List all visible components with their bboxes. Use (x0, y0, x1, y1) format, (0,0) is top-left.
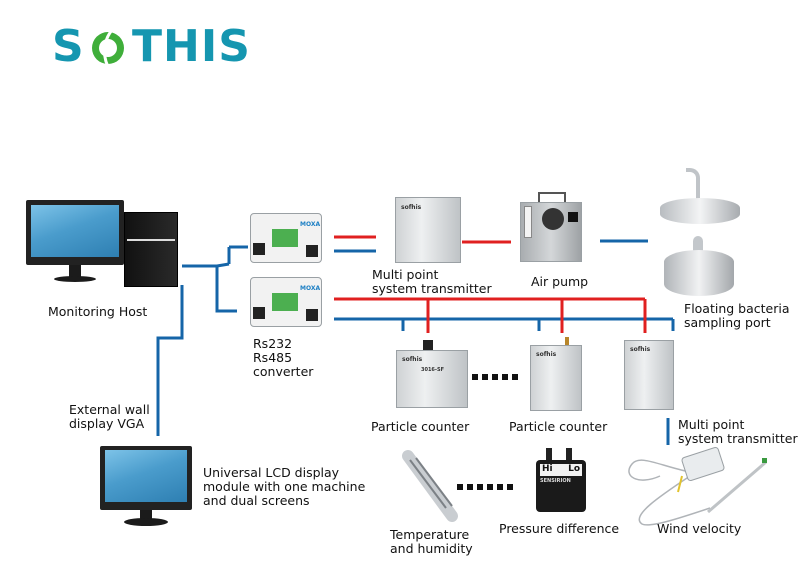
temp-humidity-label-1: Temperature (390, 527, 470, 542)
inlet-nozzle-icon (423, 340, 433, 352)
monitor-bezel (26, 200, 124, 265)
air-pump-label: Air pump (531, 274, 589, 289)
monitor-base (54, 276, 96, 282)
power-socket-icon (568, 212, 578, 222)
logo-letter-s: S (52, 21, 85, 72)
converter-brand: MOXA (300, 285, 321, 292)
transmitter-top-label-1: Multi point (372, 267, 439, 282)
ellipsis-dots-2 (457, 484, 513, 490)
pressure-sensor[interactable]: Hi Lo SENSIRION (536, 448, 586, 514)
pc1-brand: sofhis (402, 356, 423, 363)
external-wall-label-2: display VGA (69, 416, 145, 431)
monitoring-host-monitor[interactable] (26, 200, 126, 290)
signal-lines (156, 239, 675, 445)
monitor-screen (31, 205, 119, 257)
bacteria-label-2: sampling port (684, 315, 771, 330)
air-pump[interactable] (520, 192, 582, 264)
pressure-brand: SENSIRION (540, 478, 571, 484)
serial-port (253, 243, 265, 255)
air-lines (334, 235, 647, 333)
lcd-base (124, 518, 168, 526)
terminal-block (272, 229, 298, 247)
pump-handle (538, 192, 566, 202)
converter-label-line-3: converter (253, 364, 314, 379)
converter-label-line-2: Rs485 (253, 350, 293, 365)
fan-icon (542, 208, 564, 230)
serial-port (306, 245, 318, 257)
lcd-bezel (100, 446, 192, 510)
temp-humidity-probe[interactable] (396, 450, 466, 522)
converter-label-line-1: Rs232 (253, 336, 293, 351)
particle-counter-2-label: Particle counter (509, 419, 608, 434)
logo-o-swoosh-icon (92, 26, 124, 70)
terminal-block (272, 293, 298, 311)
bacteria-sampler-lid[interactable] (656, 168, 742, 230)
transmitter-top-label-2: system transmitter (372, 281, 492, 296)
lcd-stand (140, 510, 152, 520)
lo-label: Lo (568, 464, 580, 474)
converter-2[interactable]: MOXA (250, 277, 322, 327)
serial-port (306, 309, 318, 321)
external-wall-label-1: External wall (69, 402, 150, 417)
transmitter-bottom[interactable]: sofhis (624, 340, 674, 410)
pc1-model: 3016-SF (421, 367, 445, 373)
pressure-port-lo (566, 448, 572, 462)
flowmeter (524, 206, 532, 238)
lcd-label-1: Universal LCD display (203, 465, 340, 480)
bacteria-sampler-base[interactable] (660, 236, 738, 298)
monitor-stand (69, 265, 81, 277)
converter-1[interactable]: MOXA (250, 213, 322, 263)
converter-brand: MOXA (300, 221, 321, 228)
temp-humidity-label-2: and humidity (390, 541, 473, 556)
monitoring-host-label: Monitoring Host (48, 304, 148, 319)
lcd-screen (105, 450, 187, 502)
hi-label: Hi (542, 464, 553, 474)
wind-velocity-label: Wind velocity (657, 521, 742, 536)
vga-line (156, 285, 184, 436)
hub-joint (216, 262, 230, 268)
sothis-logo: S THIS (52, 22, 262, 72)
pc2-brand: sofhis (536, 351, 557, 358)
lcd-display-monitor[interactable] (100, 446, 194, 530)
antenna-icon (565, 337, 569, 347)
lcd-label-3: and dual screens (203, 493, 310, 508)
particle-counter-2[interactable]: sofhis (530, 345, 582, 411)
particle-counter-1[interactable]: sofhis 3016-SF (396, 350, 468, 408)
particle-counter-1-label: Particle counter (371, 419, 470, 434)
pc-tower[interactable] (124, 212, 178, 287)
transmitter-bottom-label-2: system transmitter (678, 431, 798, 446)
wind-velocity-sensor[interactable] (620, 446, 770, 528)
pressure-difference-label: Pressure difference (499, 521, 620, 536)
transmitter-top[interactable]: sofhis (395, 197, 461, 263)
transmitter-bottom-label-1: Multi point (678, 417, 745, 432)
transmitter-brand: sofhis (401, 204, 422, 211)
logo-letters-this: THIS (132, 21, 251, 72)
hub-to-converter-2 (215, 266, 237, 313)
serial-port (253, 307, 265, 319)
bacteria-label-1: Floating bacteria (684, 301, 790, 316)
pressure-port-hi (546, 448, 552, 462)
lcd-label-2: module with one machine (203, 479, 366, 494)
tower-light-strip (127, 239, 175, 241)
ellipsis-dots (472, 374, 518, 380)
transmitter-bottom-brand: sofhis (630, 346, 651, 353)
